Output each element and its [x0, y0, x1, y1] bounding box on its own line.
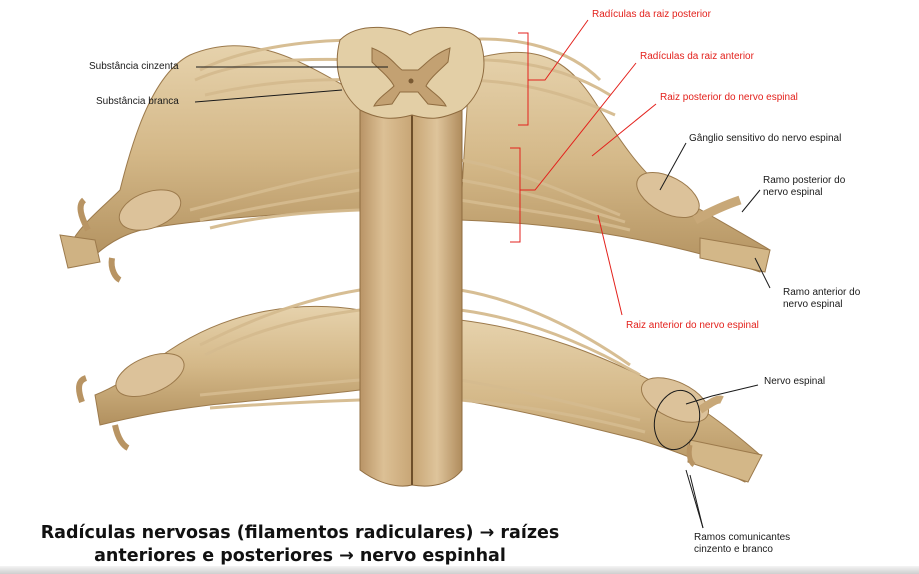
lower-right-spinal-nerve: [459, 319, 763, 483]
black-leaders: [194, 66, 771, 529]
label-radiculas-raiz-posterior: Radículas da raiz posterior: [592, 9, 711, 20]
upper-right-spinal-nerve: [459, 51, 771, 273]
rootlets-lower-left: [199, 288, 361, 410]
caption-line-1: Radículas nervosas (filamentos radicular…: [40, 523, 560, 543]
label-ramo-anterior-line1: Ramo anterior do: [783, 287, 861, 298]
label-ramo-posterior-line1: Ramo posterior do: [763, 175, 846, 186]
rootlets-lower-right: [459, 288, 646, 434]
gray-matter: [371, 47, 451, 107]
label-ramos-comunicantes-line1: Ramos comunicantes: [694, 532, 791, 543]
label-ramo-anterior-line2: nervo espinal: [783, 299, 843, 310]
bottom-edge: [0, 566, 919, 574]
spinal-cord: [336, 26, 485, 487]
label-ramo-posterior-line2: nervo espinal: [763, 187, 823, 198]
label-radiculas-raiz-anterior: Radículas da raiz anterior: [640, 51, 754, 62]
label-substancia-cinzenta: Substância cinzenta: [89, 61, 179, 72]
caption-line-2: anteriores e posteriores → nervo espinha…: [94, 546, 506, 566]
label-substancia-branca: Substância branca: [96, 96, 179, 107]
label-ramos-comunicantes-line2: cinzento e branco: [694, 544, 773, 555]
upper-left-spinal-nerve: [59, 45, 361, 283]
red-leaders: [510, 19, 657, 316]
label-raiz-anterior: Raiz anterior do nervo espinal: [626, 320, 759, 331]
lower-left-spinal-nerve: [76, 305, 361, 451]
label-ganglio-sensitivo: Gânglio sensitivo do nervo espinal: [689, 133, 842, 144]
label-raiz-posterior: Raiz posterior do nervo espinal: [660, 92, 798, 103]
label-nervo-espinal: Nervo espinal: [764, 376, 826, 387]
